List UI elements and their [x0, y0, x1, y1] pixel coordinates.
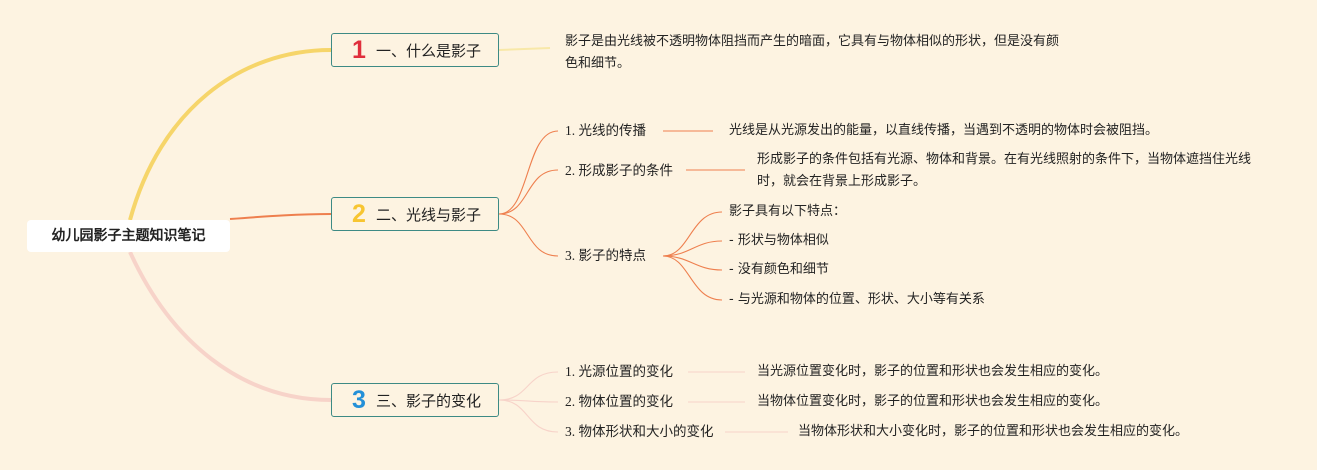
topic-label-1: 一、什么是影子	[376, 41, 482, 60]
topic-label-3: 三、影子的变化	[376, 391, 482, 410]
topic-node-2[interactable]: 2 二、光线与影子	[331, 197, 499, 231]
subtopic-3-3[interactable]: 3. 物体形状和大小的变化	[565, 424, 714, 439]
topic-node-1[interactable]: 1 一、什么是影子	[331, 33, 499, 67]
subtopic-2-1-detail: 光线是从光源发出的能量，以直线传播，当遇到不透明的物体时会被阻挡。	[729, 123, 1159, 138]
subtopic-3-2-detail: 当物体位置变化时，影子的位置和形状也会发生相应的变化。	[757, 394, 1109, 409]
subtopic-3-1[interactable]: 1. 光源位置的变化	[565, 364, 673, 379]
number-badge-1: 1	[352, 36, 366, 64]
branch-line-1	[128, 48, 332, 221]
subtopic-2-1[interactable]: 1. 光线的传播	[565, 123, 646, 138]
number-badge-3: 3	[352, 386, 366, 414]
subtopic-3-1-detail: 当光源位置变化时，影子的位置和形状也会发生相应的变化。	[757, 364, 1109, 379]
subtopic-2-3-detail-1: 影子具有以下特点：	[729, 204, 847, 219]
subtopic-2-3-detail-2: - 形状与物体相似	[729, 233, 829, 248]
subtopic-3-3-detail: 当物体形状和大小变化时，影子的位置和形状也会发生相应的变化。	[798, 424, 1189, 439]
subtopic-2-2[interactable]: 2. 形成影子的条件	[565, 163, 673, 178]
branch-line-1-desc	[498, 47, 551, 51]
subtopic-2-3-detail-3: - 没有颜色和细节	[729, 262, 829, 277]
number-badge-2: 2	[352, 200, 366, 228]
branch-line-2	[229, 213, 332, 220]
topic-label-2: 二、光线与影子	[376, 205, 482, 224]
branch-line-3	[128, 251, 332, 402]
subtopic-2-2-detail: 形成影子的条件包括有光源、物体和背景。在有光线照射的条件下，当物体遮挡住光线时，…	[757, 152, 1252, 189]
subtopic-2-3-detail-4: - 与光源和物体的位置、形状、大小等有关系	[729, 292, 985, 307]
subtopic-2-3[interactable]: 3. 影子的特点	[565, 248, 646, 263]
topic-node-3[interactable]: 3 三、影子的变化	[331, 383, 499, 417]
subtopic-3-2[interactable]: 2. 物体位置的变化	[565, 394, 673, 409]
root-node[interactable]: 幼儿园影子主题知识笔记	[27, 220, 230, 252]
topic-1-description: 影子是由光线被不透明物体阻挡而产生的暗面，它具有与物体相似的形状，但是没有颜色和…	[565, 34, 1060, 71]
